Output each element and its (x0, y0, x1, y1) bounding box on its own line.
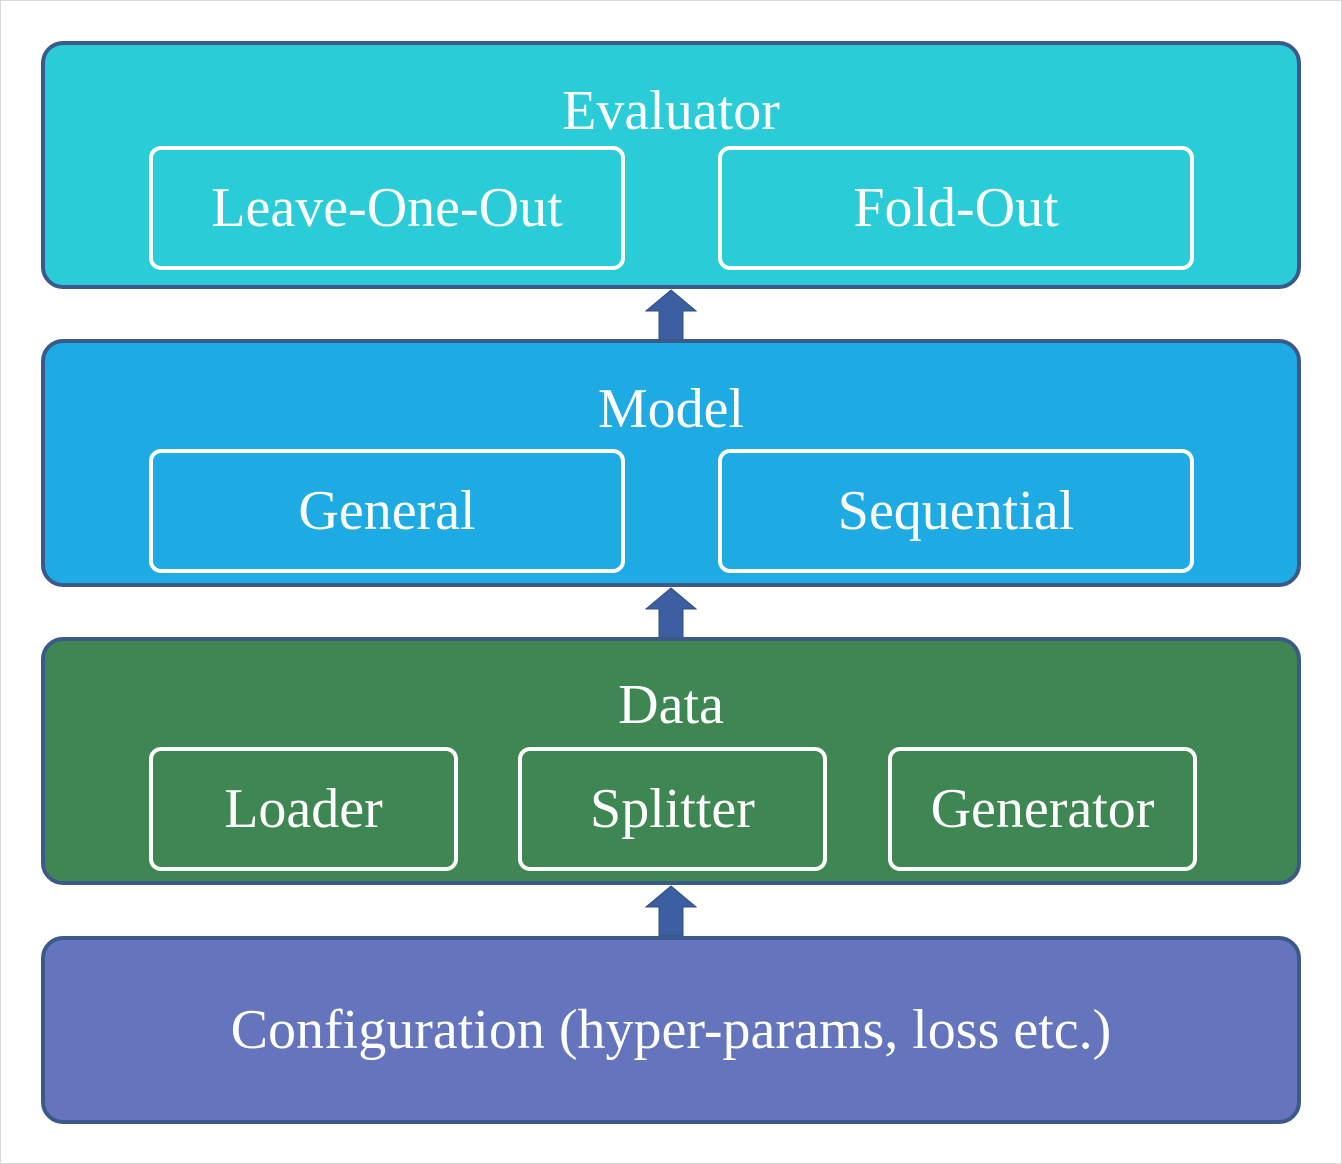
loader-module: Loader (149, 747, 458, 871)
arrow-configuration-to-data (645, 885, 697, 937)
generator-module: Generator (888, 747, 1197, 871)
splitter-module: Splitter (518, 747, 827, 871)
arrow-data-to-model (645, 587, 697, 639)
configuration-layer: Configuration (hyper-params, loss etc.) (41, 936, 1301, 1124)
fold-out-module: Fold-Out (718, 146, 1194, 270)
model-title: Model (597, 378, 745, 440)
data-title: Data (618, 674, 724, 736)
leave-one-out-module: Leave-One-Out (149, 146, 625, 270)
configuration-label: Configuration (hyper-params, loss etc.) (230, 999, 1112, 1061)
sequential-module: Sequential (718, 449, 1194, 573)
general-module: General (149, 449, 625, 573)
data-layer: Data Loader Splitter Generator (41, 637, 1301, 885)
evaluator-layer: Evaluator Leave-One-Out Fold-Out (41, 41, 1301, 289)
evaluator-title: Evaluator (562, 80, 780, 142)
arrow-model-to-evaluator (645, 289, 697, 341)
model-layer: Model General Sequential (41, 339, 1301, 587)
